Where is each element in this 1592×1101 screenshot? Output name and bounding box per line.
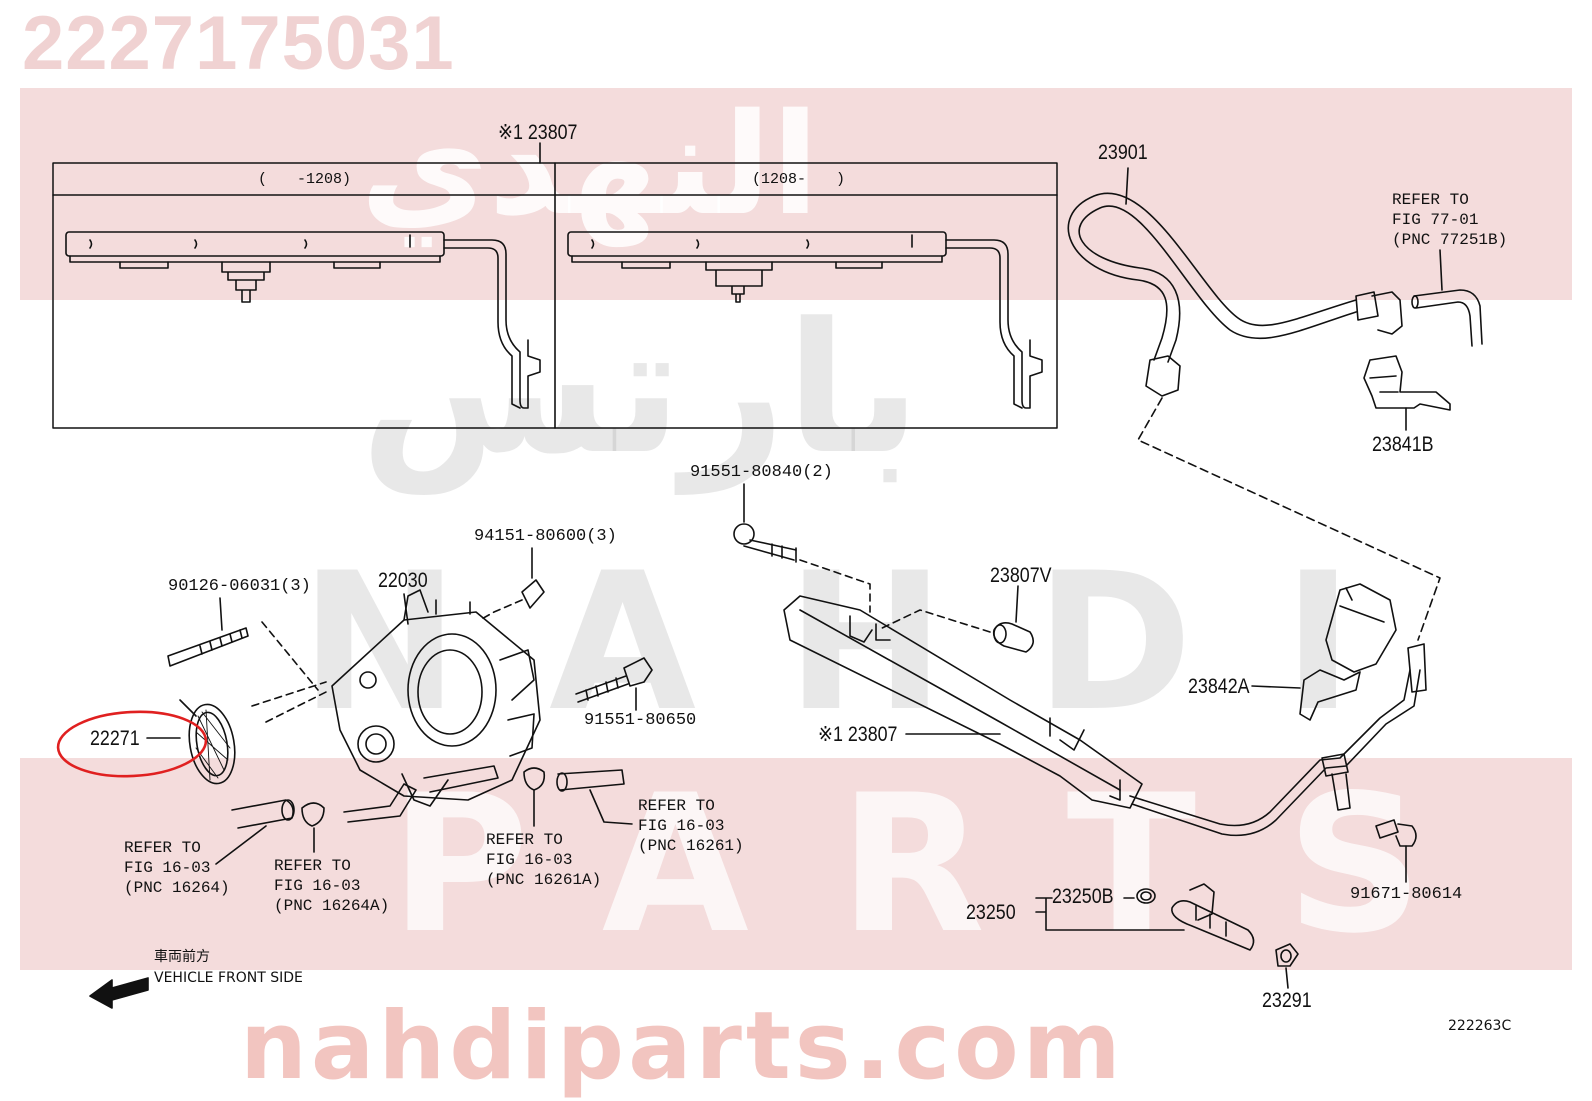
bolt-91671-80614 <box>1375 819 1417 883</box>
insulator-23807v <box>877 585 1034 653</box>
clip-23842a <box>1251 583 1397 721</box>
inset-left-rail <box>65 231 541 409</box>
watermark-latin-bottom: PARTS <box>390 754 1514 975</box>
throttle-body-22030 <box>331 589 541 807</box>
watermark-arabic-bottom: بارتس <box>360 285 921 494</box>
label-91671-80614[interactable]: 91671-80614 <box>1350 885 1463 904</box>
inset-frame <box>52 142 1058 429</box>
label-inset-callout: ※1 23807 <box>498 121 578 144</box>
inset-right-rail <box>567 231 1043 409</box>
label-inset-right-range: (1208- ) <box>752 171 846 188</box>
top-watermark-band <box>20 88 1572 300</box>
label-91551-80650[interactable]: 91551-80650 <box>584 711 697 730</box>
label-ref-16261[interactable]: REFER TO FIG 16-03 (PNC 16261) <box>638 797 744 855</box>
label-94151-80600[interactable]: 94151-80600(3) <box>474 527 617 546</box>
label-ref-16264a[interactable]: REFER TO FIG 16-03 (PNC 16264A) <box>274 857 390 915</box>
hose-stub <box>1411 249 1483 347</box>
bottom-watermark-band <box>20 758 1572 970</box>
label-22030[interactable]: 22030 <box>378 569 428 592</box>
dashed-hose-route <box>1137 397 1441 641</box>
label-23250b[interactable]: 23250B <box>1052 885 1114 908</box>
label-delivery-pipe[interactable]: ※1 23807 <box>818 723 898 746</box>
gasket-22271 <box>146 699 236 785</box>
label-ref-16264[interactable]: REFER TO FIG 16-03 (PNC 16264) <box>124 839 230 897</box>
injector-23250 <box>1035 883 1299 989</box>
label-ref-16261a[interactable]: REFER TO FIG 16-03 (PNC 16261A) <box>486 831 602 889</box>
label-23807v[interactable]: 23807V <box>990 564 1052 587</box>
part-number-heading: 2227175031 <box>22 1 455 86</box>
label-23842a[interactable]: 23842A <box>1188 675 1250 698</box>
label-23841b[interactable]: 23841B <box>1372 433 1434 456</box>
label-front-en: VEHICLE FRONT SIDE <box>154 970 303 986</box>
label-22271[interactable]: 22271 <box>90 727 140 750</box>
label-23291[interactable]: 23291 <box>1262 989 1312 1012</box>
delivery-pipe-23807 <box>783 595 1427 837</box>
watermark-url: nahdiparts.com <box>240 992 1125 1101</box>
stud-90126-06031 <box>167 597 331 723</box>
vehicle-front-arrow <box>89 977 149 1009</box>
label-inset-left-range: ( -1208) <box>258 171 352 188</box>
label-23250[interactable]: 23250 <box>966 901 1016 924</box>
bolt-91551-80840 <box>733 483 871 613</box>
label-front-jp: 車両前方 <box>154 949 210 965</box>
watermark-arabic-top: النهدي <box>360 84 820 247</box>
label-ref-77251b[interactable]: REFER TO FIG 77-01 (PNC 77251B) <box>1392 191 1508 249</box>
highlight-ring <box>56 710 208 778</box>
label-23901[interactable]: 23901 <box>1098 141 1148 164</box>
label-91551-80840[interactable]: 91551-80840(2) <box>690 463 833 482</box>
clip-23841b <box>1363 355 1451 431</box>
nut-94151-80600 <box>479 547 545 621</box>
label-90126-06031[interactable]: 90126-06031(3) <box>168 577 311 596</box>
diagram-code: 222263C <box>1448 1018 1512 1034</box>
small-hoses <box>215 765 633 865</box>
bolt-91551-80650 <box>575 657 653 711</box>
fuel-hose-23901 <box>1067 167 1403 397</box>
